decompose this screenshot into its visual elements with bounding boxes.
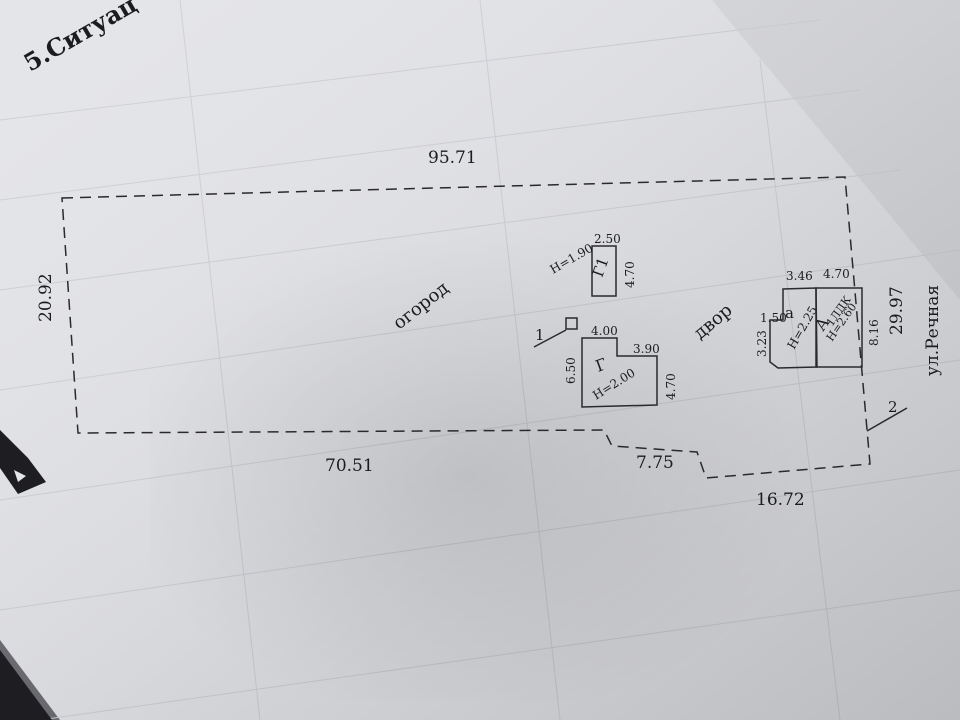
marker-2-line (866, 407, 908, 432)
paper-shadow-spot (150, 200, 850, 700)
dimension-right: 29.97 (887, 286, 907, 335)
dimension-left: 20.92 (36, 273, 56, 322)
garage-left-dimension: 6.50 (564, 357, 578, 384)
house-depth: 8.16 (867, 319, 881, 346)
binder-edge (0, 650, 52, 720)
house-width-right: 4.70 (823, 267, 850, 281)
garage-right-dimension: 4.70 (664, 373, 678, 400)
marker-1-square (565, 317, 578, 330)
house-outline (815, 287, 863, 368)
small-building-outline (591, 245, 617, 297)
marker-2-label: 2 (888, 398, 898, 416)
dimension-bottom: 70.51 (325, 456, 374, 476)
porch-letter: а (785, 304, 794, 322)
porch-outline (769, 287, 818, 369)
marker-1-label: 1 (535, 326, 545, 344)
dimension-top: 95.71 (428, 148, 477, 168)
small-building-width: 2.50 (594, 232, 621, 246)
small-building-length: 4.70 (623, 261, 637, 288)
dimension-bottom-right: 16.72 (756, 490, 805, 510)
plot-boundary (61, 176, 871, 479)
garage-step-dimension: 3.90 (633, 342, 660, 356)
marker-1-line (533, 329, 567, 348)
garage-outline (581, 337, 658, 408)
porch-width: 1.50 (760, 311, 787, 325)
garage-top-dimension: 4.00 (591, 324, 618, 338)
house-width-left: 3.46 (786, 269, 813, 283)
small-building-letter: Г1 (589, 255, 613, 279)
north-arrow-icon (0, 430, 46, 494)
street-label: ул.Речная (923, 285, 943, 376)
porch-depth: 3.23 (755, 330, 769, 357)
north-arrow-notch (14, 470, 26, 482)
dimension-step: 7.75 (636, 453, 674, 473)
